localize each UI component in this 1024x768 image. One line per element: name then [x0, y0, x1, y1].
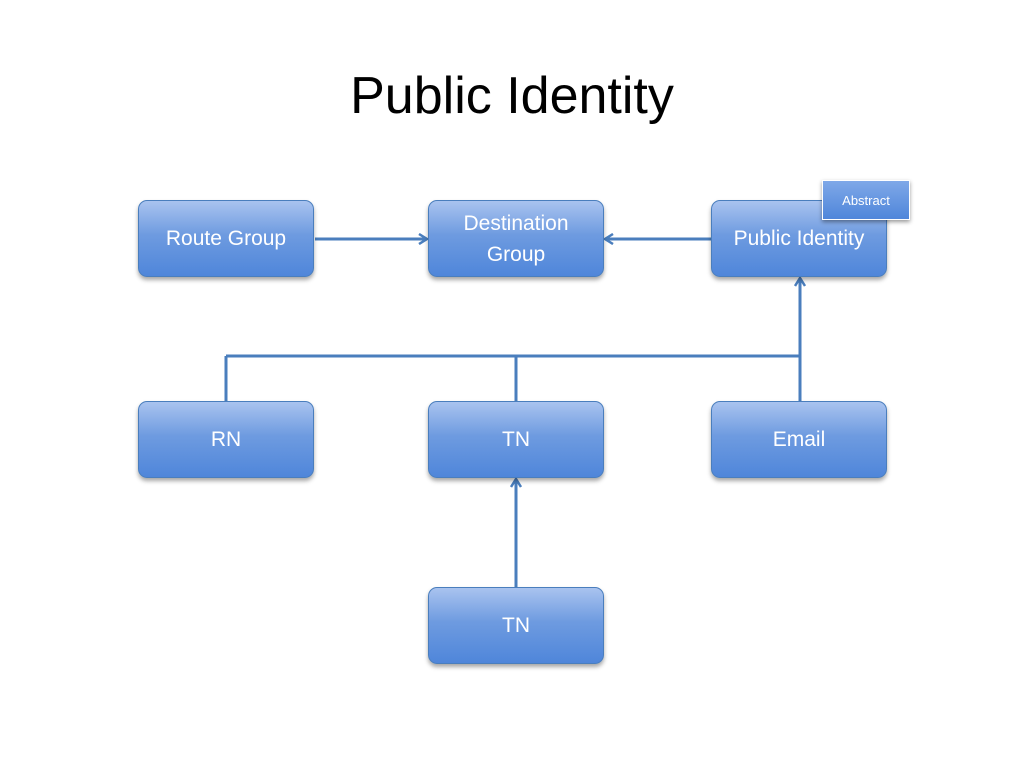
node-tn-label: TN — [502, 428, 530, 451]
node-tn-lower: TN — [428, 587, 604, 664]
node-rn-label: RN — [210, 428, 242, 451]
node-destination-group-label: Destination Group — [463, 211, 569, 266]
node-tn-lower-label: TN — [502, 614, 530, 637]
node-route-group: Route Group — [138, 200, 314, 277]
slide-title: Public Identity — [350, 67, 674, 125]
node-rn: RN — [138, 401, 314, 478]
node-public-identity-label: Public Identity — [733, 227, 865, 250]
node-email: Email — [711, 401, 887, 478]
node-tn: TN — [428, 401, 604, 478]
abstract-tag: Abstract — [822, 180, 910, 220]
node-destination-group: Destination Group — [428, 200, 604, 277]
node-route-group-label: Route Group — [165, 227, 287, 250]
node-email-label: Email — [772, 428, 826, 451]
